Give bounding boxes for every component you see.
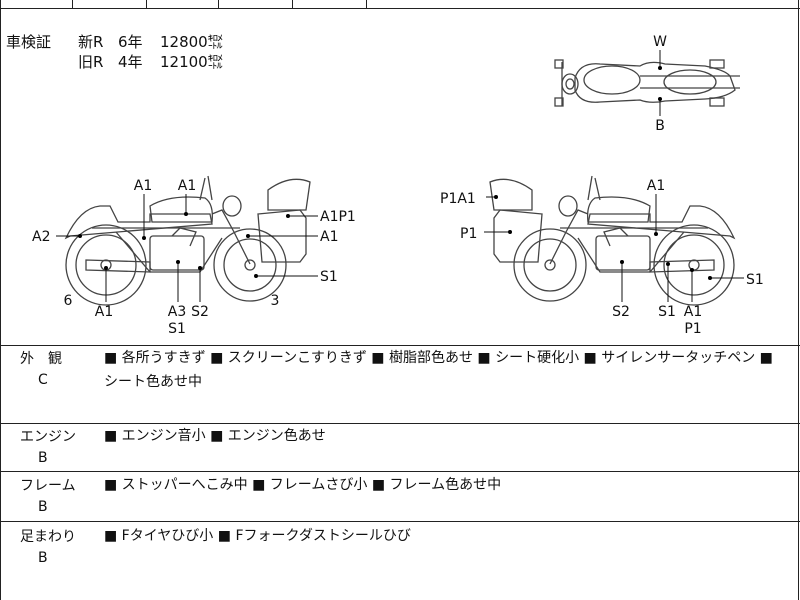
- top-strip-divider: [218, 0, 219, 8]
- shaken-new-label: 新R: [78, 33, 104, 51]
- left-label-s2: S2: [191, 304, 209, 320]
- right-label-a1-bottom: A1: [684, 304, 702, 320]
- motorcycle-diagrams: W B A1 A1 A1P1 A1 A2 S1 6 A1 A3 S2 S1 3 …: [32, 34, 764, 337]
- right-label-s1-bottom: S1: [658, 304, 676, 320]
- left-label-6: 6: [64, 293, 73, 309]
- damage-markers: [78, 66, 712, 280]
- section-name: フレーム: [20, 478, 76, 494]
- left-label-a3: A3: [168, 304, 186, 320]
- right-label-p1: P1: [460, 226, 477, 242]
- damage-marker: [176, 260, 180, 264]
- shaken-new-mileage: 12800㌖: [160, 33, 223, 51]
- section-items: ■ ストッパーへこみ中 ■ フレームさび小 ■ フレーム色あせ中: [104, 473, 794, 497]
- left-label-a1-1: A1: [134, 178, 152, 194]
- damage-marker: [254, 274, 258, 278]
- frame-left-border: [0, 0, 1, 600]
- left-label-a2: A2: [32, 229, 50, 245]
- damage-marker: [508, 230, 512, 234]
- top-strip-divider: [366, 0, 367, 8]
- section-items-line: ■ 各所うすきず ■ スクリーンこすりきず ■ 樹脂部色あせ ■ シート硬化小 …: [104, 350, 773, 366]
- left-label-s1-right: S1: [320, 269, 338, 285]
- damage-marker: [494, 195, 498, 199]
- section-name: 足まわり: [20, 529, 76, 545]
- shaken-old-mileage: 12100㌖: [160, 53, 223, 71]
- top-strip-divider: [146, 0, 147, 8]
- damage-marker: [708, 276, 712, 280]
- top-view-b-label: B: [655, 118, 665, 134]
- top-strip-divider: [72, 0, 73, 8]
- damage-marker: [658, 66, 662, 70]
- shaken-label: 車検証: [6, 33, 52, 51]
- damage-marker: [286, 214, 290, 218]
- damage-marker: [620, 260, 624, 264]
- motorcycle-left-view: [64, 175, 311, 306]
- section-name: エンジン: [20, 429, 76, 445]
- shaken-old-years: 4年: [118, 53, 143, 71]
- section-items-line: ■ エンジン音小 ■ エンジン色あせ: [104, 428, 326, 444]
- right-label-s2: S2: [612, 304, 630, 320]
- section-items: ■ 各所うすきず ■ スクリーンこすりきず ■ 樹脂部色あせ ■ シート硬化小 …: [104, 346, 794, 394]
- diagram-svg: W B A1 A1 A1P1 A1 A2 S1 6 A1 A3 S2 S1 3 …: [32, 34, 764, 337]
- damage-marker: [198, 266, 202, 270]
- section-grade: B: [38, 450, 48, 466]
- right-label-p1-bottom: P1: [684, 321, 701, 337]
- section-grade: C: [38, 372, 48, 388]
- damage-marker: [658, 97, 662, 101]
- section-items: ■ Fタイヤひび小 ■ Fフォークダストシールひび: [104, 524, 794, 548]
- shaken-new-years: 6年: [118, 33, 143, 51]
- damage-marker: [184, 212, 188, 216]
- motorcycle-right-view: [489, 175, 736, 306]
- motorcycle-top-view: [554, 59, 740, 107]
- section-divider: [0, 423, 800, 424]
- top-strip-divider: [292, 0, 293, 8]
- left-label-a1-right: A1: [320, 229, 338, 245]
- section-items-line: ■ Fタイヤひび小 ■ Fフォークダストシールひび: [104, 528, 411, 544]
- section-name: 外 観: [20, 351, 62, 367]
- section-divider: [0, 345, 800, 346]
- section-divider: [0, 521, 800, 522]
- right-label-p1a1: P1A1: [440, 191, 476, 207]
- left-label-3: 3: [271, 293, 280, 309]
- shaken-old-label: 旧R: [78, 53, 104, 71]
- damage-marker: [78, 234, 82, 238]
- damage-leader-lines: [56, 50, 744, 302]
- top-strip: [0, 0, 800, 9]
- damage-marker: [142, 236, 146, 240]
- frame-right-border: [798, 0, 799, 600]
- section-items-line: ■ ストッパーへこみ中 ■ フレームさび小 ■ フレーム色あせ中: [104, 477, 502, 493]
- left-label-a1-bottom: A1: [95, 304, 113, 320]
- damage-marker: [104, 266, 108, 270]
- section-divider: [0, 471, 800, 472]
- section-items: ■ エンジン音小 ■ エンジン色あせ: [104, 424, 794, 448]
- damage-marker: [654, 232, 658, 236]
- damage-marker: [666, 262, 670, 266]
- left-label-a1-2: A1: [178, 178, 196, 194]
- damage-marker: [246, 234, 250, 238]
- right-label-s1-right: S1: [746, 272, 764, 288]
- left-label-s1-bottom: S1: [168, 321, 186, 337]
- section-grade: B: [38, 499, 48, 515]
- section-items-line: シート色あせ中: [104, 374, 202, 390]
- right-label-a1-top: A1: [647, 178, 665, 194]
- damage-marker: [690, 268, 694, 272]
- section-grade: B: [38, 550, 48, 566]
- left-label-a1p1: A1P1: [320, 209, 356, 225]
- top-view-w-label: W: [653, 34, 667, 50]
